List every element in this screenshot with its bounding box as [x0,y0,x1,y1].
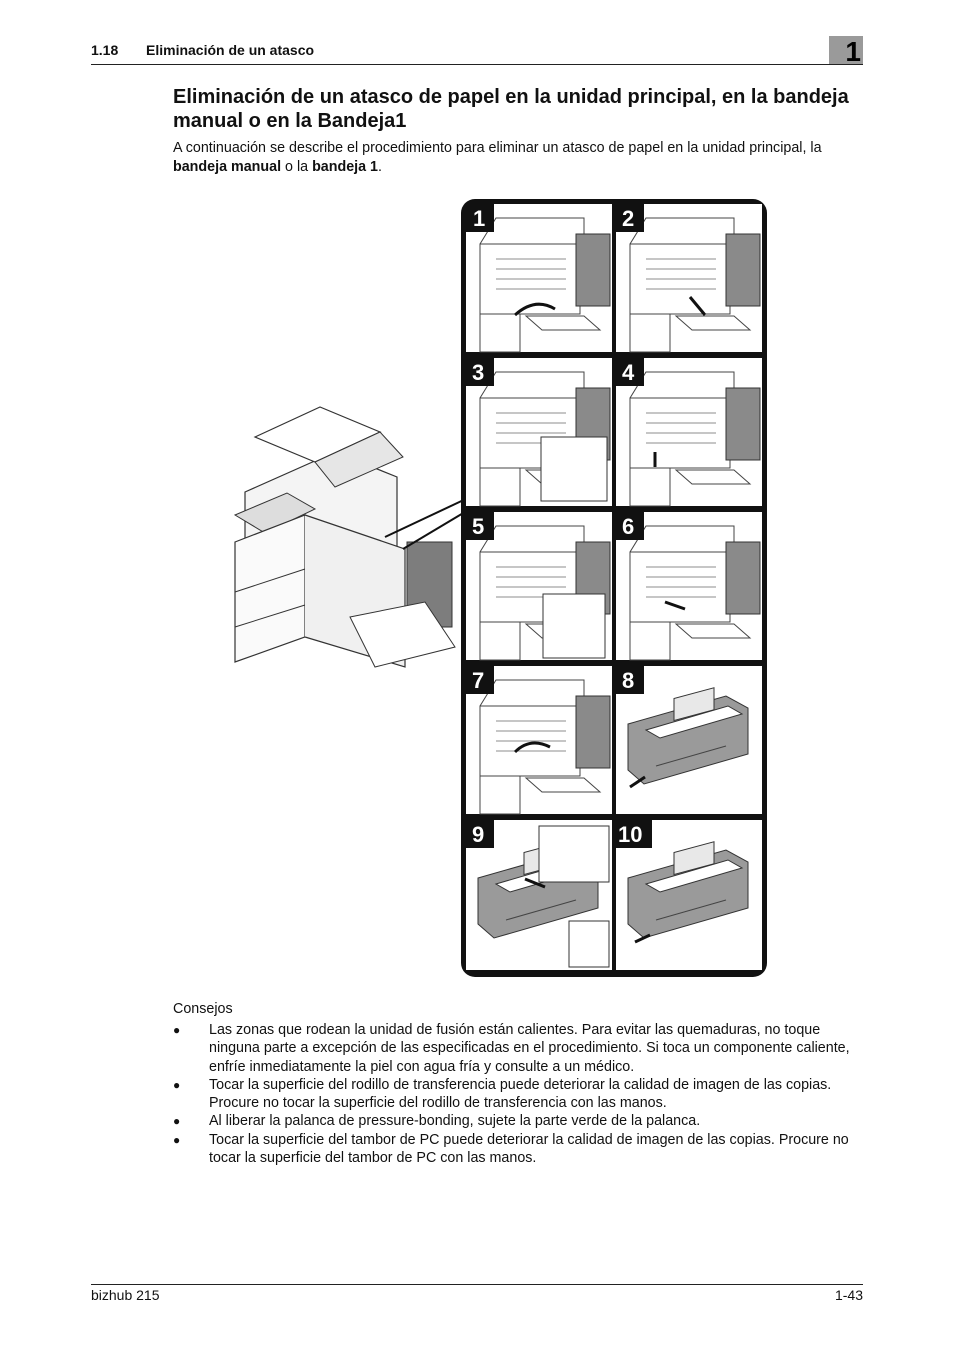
section-title: Eliminación de un atasco [146,42,315,58]
step-drawings [477,217,761,968]
tips-heading: Consejos [173,1001,233,1017]
page-title: Eliminación de un atasco de papel en la … [173,86,849,132]
intro-bold-tray1: bandeja 1 [312,159,379,175]
intro-text: . [378,159,382,175]
step-labels: 1 2 3 4 5 6 7 8 9 10 [466,204,652,848]
step-number: 9 [472,822,484,847]
step-number: 5 [472,514,484,539]
procedure-illustration: 1 2 3 4 5 6 7 8 9 10 [233,199,767,977]
intro-bold-manual-tray: bandeja manual [173,159,282,175]
step-number: 10 [618,822,642,847]
chapter-badge: 1 [829,36,863,67]
intro-text: A continuación se describe el procedimie… [173,140,822,156]
section-number: 1.18 [91,42,119,58]
intro-text: o la [281,159,313,175]
tip-item: ● Las zonas que rodean la unidad de fusió… [173,1021,863,1076]
step-number: 6 [622,514,634,539]
step-number: 4 [622,360,635,385]
step-number: 8 [622,668,634,693]
bullet: ● [173,1132,181,1147]
step-number: 2 [622,206,634,231]
footer-product: bizhub 215 [91,1287,160,1303]
intro-paragraph: A continuación se describe el procedimie… [173,139,863,177]
bullet: ● [173,1023,181,1037]
tip-text: Tocar la superficie del rodillo de trans… [209,1076,832,1112]
header-divider [91,64,863,65]
main-machine-drawing [233,406,471,668]
bullet: ● [173,1114,181,1129]
tip-text: Tocar la superficie del tambor de PC pue… [209,1131,849,1167]
tip-text: Las zonas que rodean la unidad de fusión… [209,1022,850,1075]
tip-item: ● Tocar la superficie del rodillo de tran… [173,1076,863,1113]
step-number: 3 [472,360,484,385]
tip-item: ● Tocar la superficie del tambor de PC pu… [173,1131,863,1168]
tips-list: ● Las zonas que rodean la unidad de fusió… [173,1021,863,1167]
step-number: 1 [473,206,485,231]
tip-text: Al liberar la palanca de pressure-bondin… [209,1113,701,1130]
running-header: 1.18 Eliminación de un atasco [91,42,314,58]
step-number: 7 [472,668,484,693]
footer-page-number: 1-43 [834,1287,863,1303]
bullet: ● [173,1077,181,1092]
footer-divider [91,1284,863,1285]
tip-item: ● Al liberar la palanca de pressure-bondi… [173,1112,863,1130]
